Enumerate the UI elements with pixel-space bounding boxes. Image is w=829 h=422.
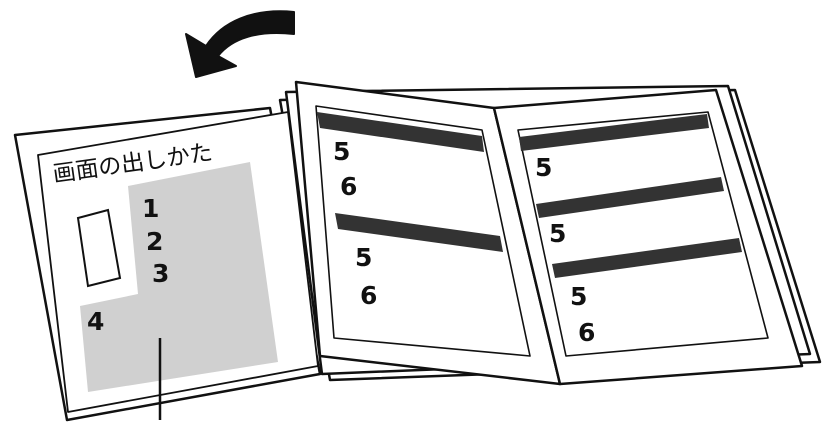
right-label-5b: 5 <box>549 219 566 248</box>
middle-label-6b: 6 <box>360 281 377 310</box>
middle-label-5a: 5 <box>333 137 350 166</box>
curved-arrow-left-icon <box>186 11 294 77</box>
step-1-label: 1 <box>142 194 159 223</box>
step-4-label: 4 <box>87 307 104 336</box>
left-page: 画面の出しかた 1 2 3 4 <box>15 108 320 420</box>
right-label-5a: 5 <box>535 153 552 182</box>
right-label-6: 6 <box>578 318 595 347</box>
right-label-5c: 5 <box>570 282 587 311</box>
middle-label-5b: 5 <box>355 243 372 272</box>
middle-label-6a: 6 <box>340 172 357 201</box>
step-3-label: 3 <box>152 259 169 288</box>
step-2-label: 2 <box>146 227 163 256</box>
